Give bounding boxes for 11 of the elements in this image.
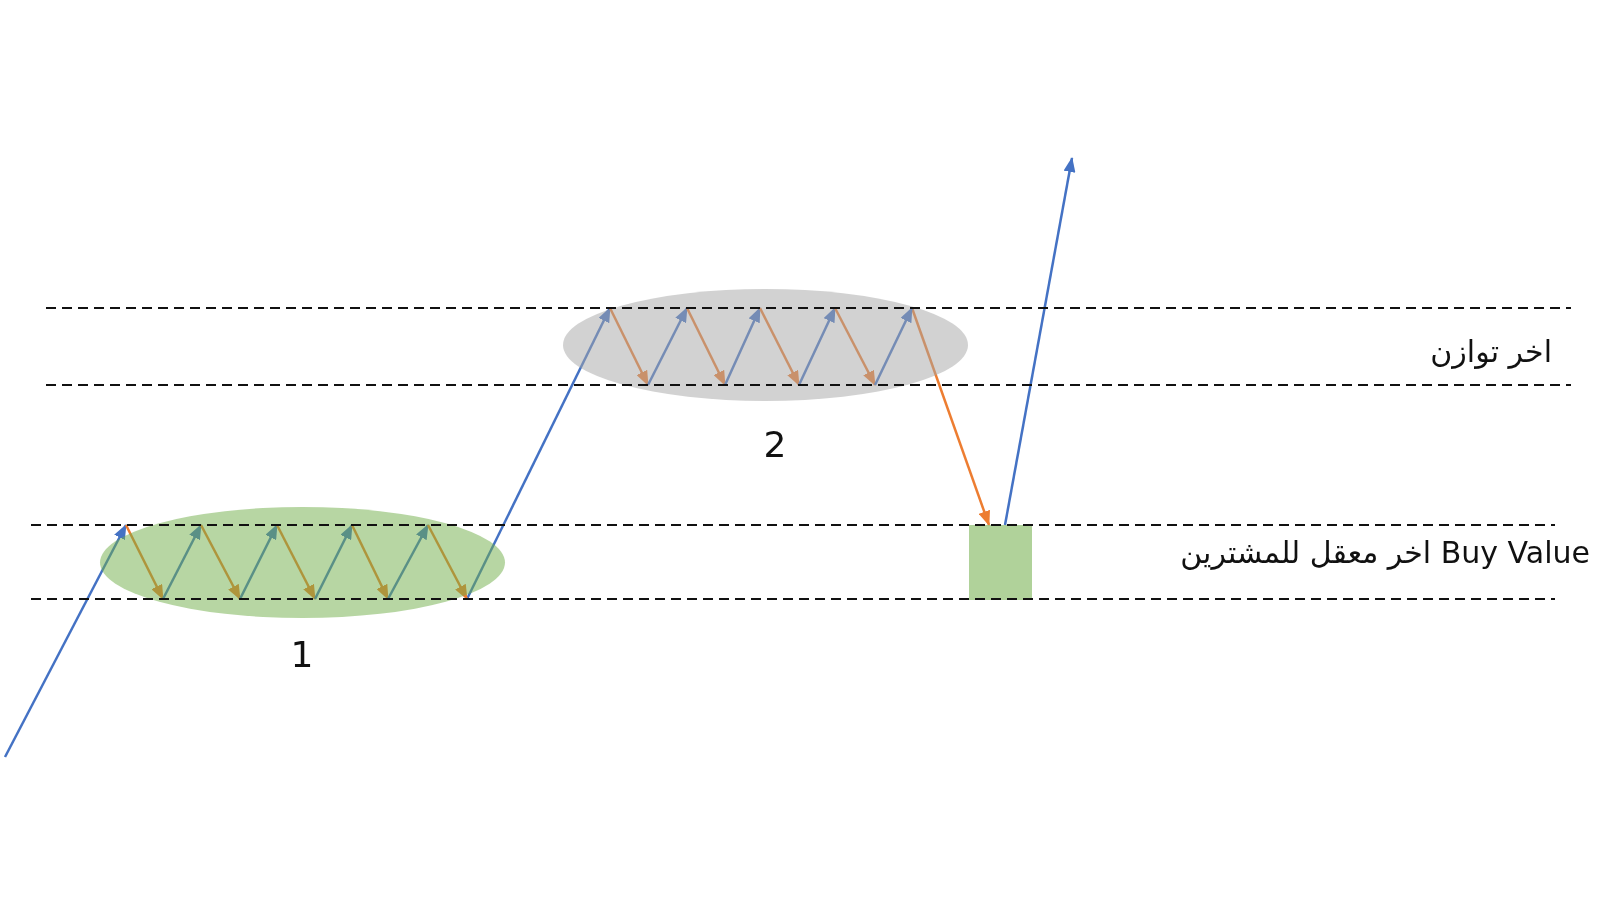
trend-arrow (3, 524, 128, 758)
trend-arrow (1003, 157, 1076, 526)
level-label: Buy Value اخر معقل للمشترين (1180, 535, 1590, 571)
trend-arrow (465, 307, 612, 600)
range-number: 2 (763, 427, 787, 463)
range-ellipse (100, 507, 505, 618)
range-ellipse (563, 289, 968, 401)
zone-box (969, 525, 1032, 600)
range-number: 1 (290, 637, 314, 673)
level-label: اخر توازن (1430, 334, 1552, 370)
trend-arrow (910, 307, 991, 526)
